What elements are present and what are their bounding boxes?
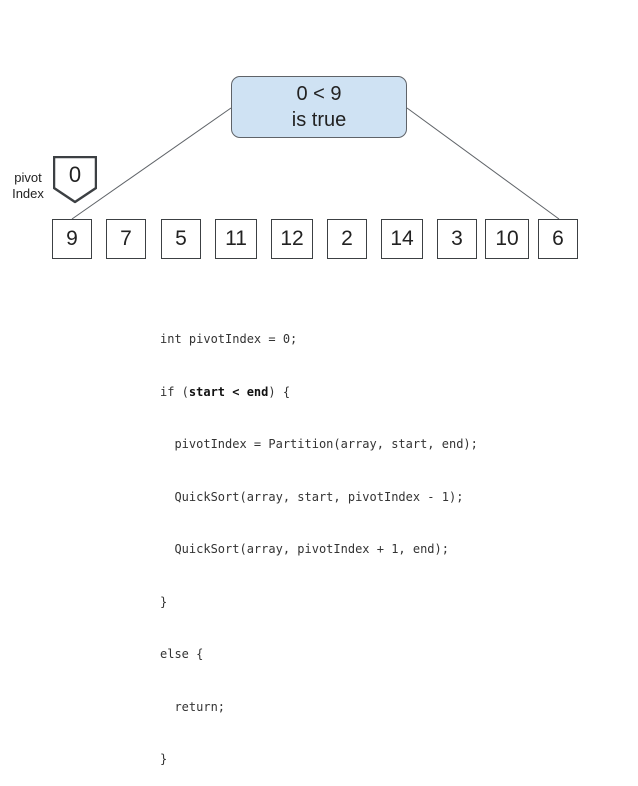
code-line: } — [160, 594, 168, 609]
code-text: ) { — [268, 384, 291, 399]
code-line: int pivotIndex = 0; — [160, 332, 298, 346]
array-cell: 3 — [437, 219, 477, 259]
array-cell: 5 — [161, 219, 201, 259]
pivot-label-line2: Index — [12, 186, 44, 201]
connector-line-end — [406, 107, 560, 220]
array-cell: 12 — [271, 219, 313, 259]
condition-box: 0 < 9 is true — [231, 76, 407, 138]
pivot-index-value: 0 — [68, 162, 82, 187]
code-line: QuickSort(array, start, pivotIndex - 1); — [160, 489, 464, 504]
code-line: if (start < end) { — [160, 384, 478, 402]
code-line: QuickSort(array, pivotIndex + 1, end); — [160, 542, 449, 556]
code-line: } — [160, 752, 168, 766]
connector-line-start — [71, 107, 232, 220]
pivot-label-line1: pivot — [14, 170, 42, 185]
condition-result: is true — [291, 109, 347, 131]
connector-lines — [71, 107, 560, 220]
pivot-index-marker: 0 — [53, 156, 97, 204]
pivot-marker-shape — [53, 156, 97, 204]
code-condition-highlight: start < end — [188, 384, 269, 399]
code-line: else { — [160, 647, 204, 661]
array-cell: 11 — [215, 219, 257, 259]
array-cell: 10 — [485, 219, 529, 259]
code-text: if ( — [160, 384, 189, 399]
array-cell: 14 — [381, 219, 423, 259]
array-cell: 6 — [538, 219, 578, 259]
code-line: pivotIndex = Partition(array, start, end… — [160, 437, 478, 451]
array-cell: 7 — [106, 219, 146, 259]
array-cell: 2 — [327, 219, 367, 259]
pivot-index-label: pivot Index — [10, 170, 46, 202]
code-block: int pivotIndex = 0; if (start < end) { p… — [160, 296, 478, 786]
array-cell: 9 — [52, 219, 92, 259]
condition-text: 0 < 9 — [296, 83, 342, 105]
code-line: return; — [160, 699, 226, 714]
